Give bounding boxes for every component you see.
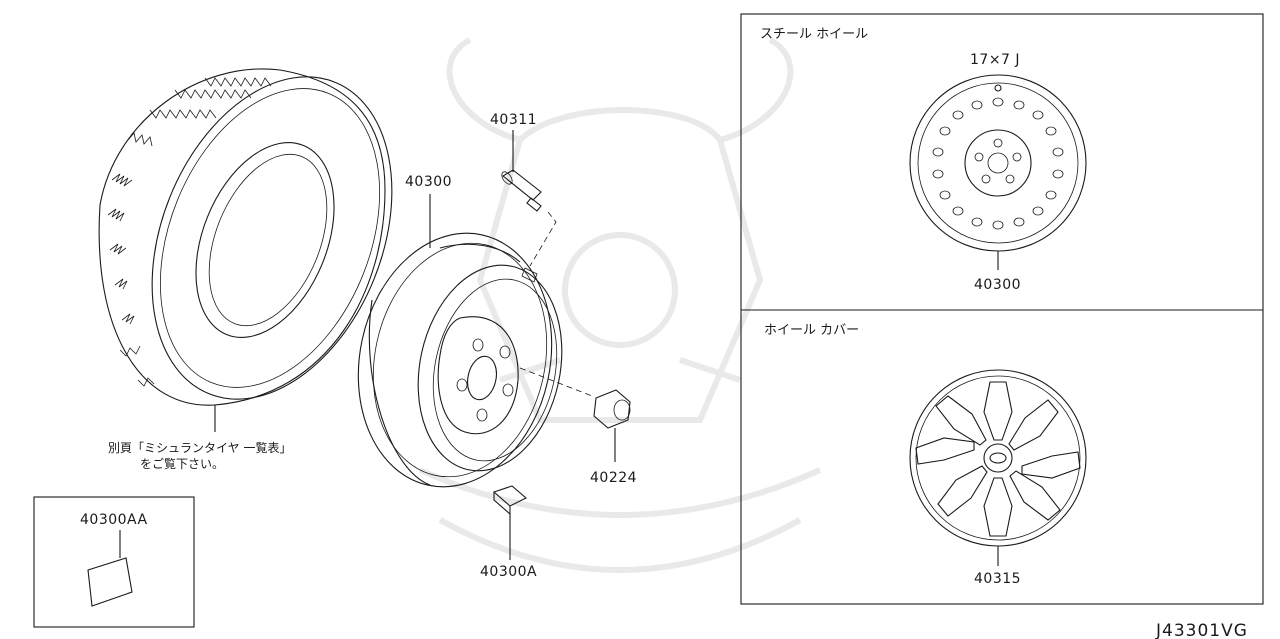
steel-wheel-drawing[interactable] (909, 74, 1087, 270)
tire-drawing[interactable] (98, 41, 437, 435)
wheel-cover-title: ホイール カバー (764, 323, 859, 338)
valve-part-number: 40311 (490, 112, 537, 128)
weight-kit-part-number: 40300AA (80, 512, 148, 528)
tire-note-line2: をご覧下さい。 (140, 456, 224, 471)
variants-panel (740, 13, 1264, 605)
weight-part-number: 40300A (480, 564, 537, 580)
valve-drawing[interactable] (500, 130, 557, 267)
watermark-logo (418, 37, 822, 573)
wheel-drawing[interactable] (335, 194, 580, 505)
wheel-part-number: 40300 (405, 174, 452, 190)
nut-drawing[interactable] (519, 367, 631, 462)
weight-kit-box[interactable] (33, 496, 195, 628)
nut-part-number: 40224 (590, 470, 637, 486)
weight-drawing[interactable] (492, 485, 527, 560)
wheel-cover-part-number: 40315 (974, 571, 1021, 587)
diagram-code: J43301VG (1155, 621, 1248, 639)
steel-wheel-size: 17×7 J (970, 52, 1020, 68)
steel-wheel-part-number: 40300 (974, 277, 1021, 293)
tire-note-line1: 別頁「ミシュランタイヤ 一覧表」 (108, 441, 291, 455)
steel-wheel-title: スチール ホイール (760, 27, 868, 42)
wheel-cover-drawing[interactable] (909, 369, 1087, 566)
